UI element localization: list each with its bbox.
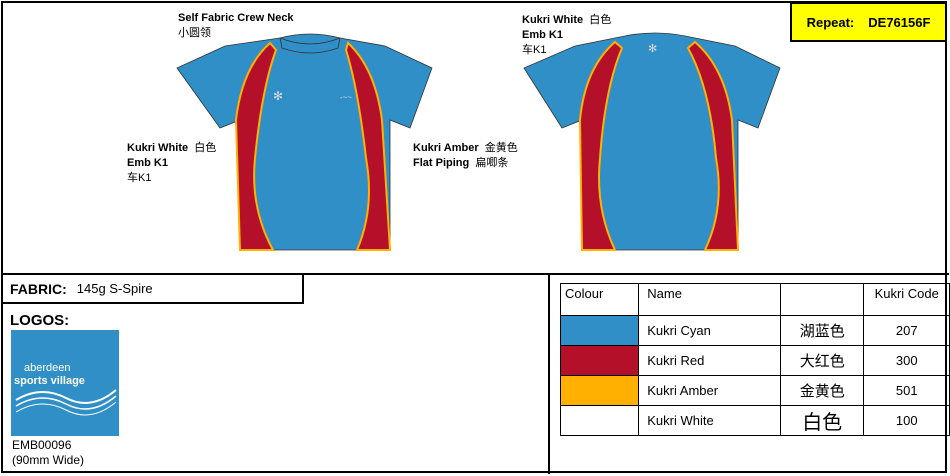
back-emb-icon: ✻ — [648, 43, 657, 55]
logo-size: (90mm Wide) — [12, 453, 85, 467]
colour-table: Colour Name Kukri Code Kukri Cyan 湖蓝色 20… — [559, 283, 950, 436]
colour-swatch — [559, 315, 640, 346]
logos-title: LOGOS: — [10, 312, 70, 329]
back-label: Kukri White 白色 Emb K1 车K1 — [522, 14, 612, 56]
colour-swatch — [559, 405, 640, 436]
colour-swatch — [559, 375, 640, 406]
colour-cn: 金黄色 — [779, 375, 865, 406]
header-code: Kukri Code — [863, 283, 950, 316]
repeat-box: Repeat: DE76156F — [790, 2, 947, 42]
header-colour: Colour — [559, 283, 640, 316]
colour-name: Kukri Red — [638, 345, 781, 376]
repeat-label: Repeat: — [806, 14, 855, 30]
colour-code: 501 — [863, 375, 950, 406]
header-name: Name — [638, 283, 781, 316]
colour-cn: 大红色 — [779, 345, 865, 376]
colour-code: 100 — [863, 405, 950, 436]
table-row: Kukri White 白色 100 — [559, 405, 950, 436]
colour-cn: 湖蓝色 — [779, 315, 865, 346]
colour-name: Kukri Amber — [638, 375, 781, 406]
header-cn — [779, 283, 865, 316]
repeat-code: DE76156F — [868, 14, 931, 30]
logo-info: EMB00096 (90mm Wide) — [12, 438, 84, 468]
colour-code: 207 — [863, 315, 950, 346]
front-emb-icon: ✻ — [273, 89, 283, 103]
colour-name: Kukri Cyan — [638, 315, 781, 346]
back-shirt: ✻ — [523, 32, 781, 251]
fabric-label: FABRIC: — [10, 280, 67, 297]
front-right-label: Kukri Amber 金黄色 Flat Piping 扁唧条 — [413, 142, 518, 169]
aberdeen-logo — [11, 330, 119, 436]
logo-code: EMB00096 — [12, 438, 72, 452]
fabric-value: 145g S-Spire — [76, 281, 153, 296]
colour-name: Kukri White — [638, 405, 781, 436]
divider-vertical — [548, 274, 550, 474]
svg-text:-~~: -~~ — [340, 93, 352, 102]
table-row: Kukri Amber 金黄色 501 — [559, 375, 950, 406]
table-header-row: Colour Name Kukri Code — [559, 283, 950, 316]
table-row: Kukri Cyan 湖蓝色 207 — [559, 315, 950, 346]
front-shirt: ✻ -~~ — [176, 33, 433, 251]
fabric-box: FABRIC: 145g S-Spire — [2, 275, 304, 304]
logo-line1: aberdeen — [24, 362, 71, 374]
front-left-label: Kukri White 白色 Emb K1 车K1 — [127, 142, 217, 184]
table-row: Kukri Red 大红色 300 — [559, 345, 950, 376]
logo-line2: sports village — [14, 375, 85, 387]
colour-code: 300 — [863, 345, 950, 376]
divider-horizontal — [1, 273, 949, 275]
colour-cn: 白色 — [779, 405, 865, 436]
neck-label: Self Fabric Crew Neck 小圆领 — [178, 12, 294, 39]
logo-wave-icon — [15, 389, 117, 416]
colour-swatch — [559, 345, 640, 376]
